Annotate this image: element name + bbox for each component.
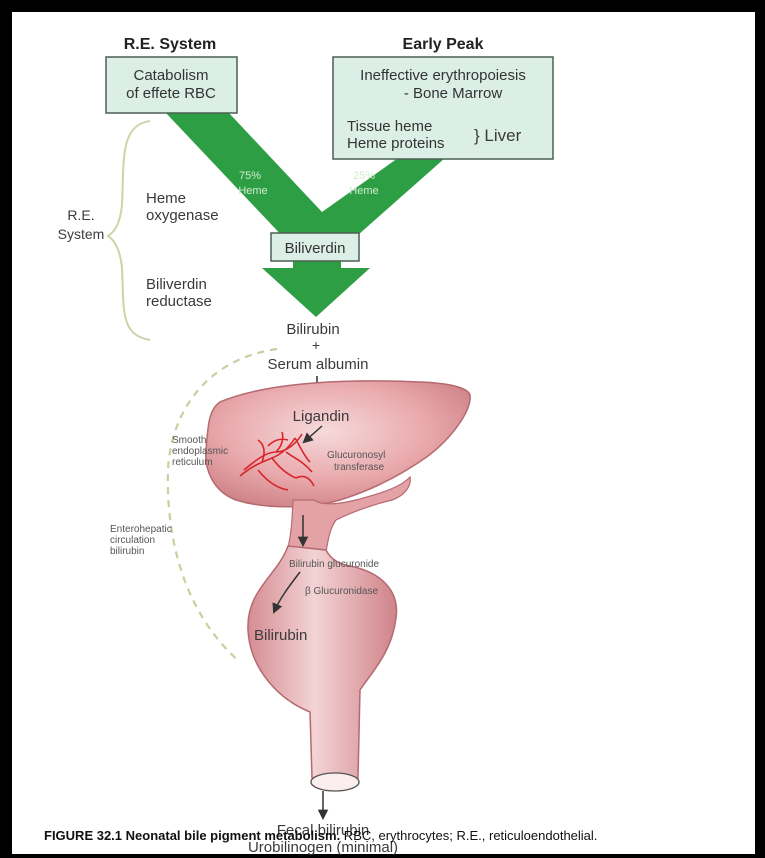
caption-rest: RBC, erythrocytes; R.E., reticuloendothe… xyxy=(340,828,597,843)
figure-caption: FIGURE 32.1 Neonatal bile pigment metabo… xyxy=(44,828,759,843)
caption-bold: FIGURE 32.1 Neonatal bile pigment metabo… xyxy=(44,828,340,843)
